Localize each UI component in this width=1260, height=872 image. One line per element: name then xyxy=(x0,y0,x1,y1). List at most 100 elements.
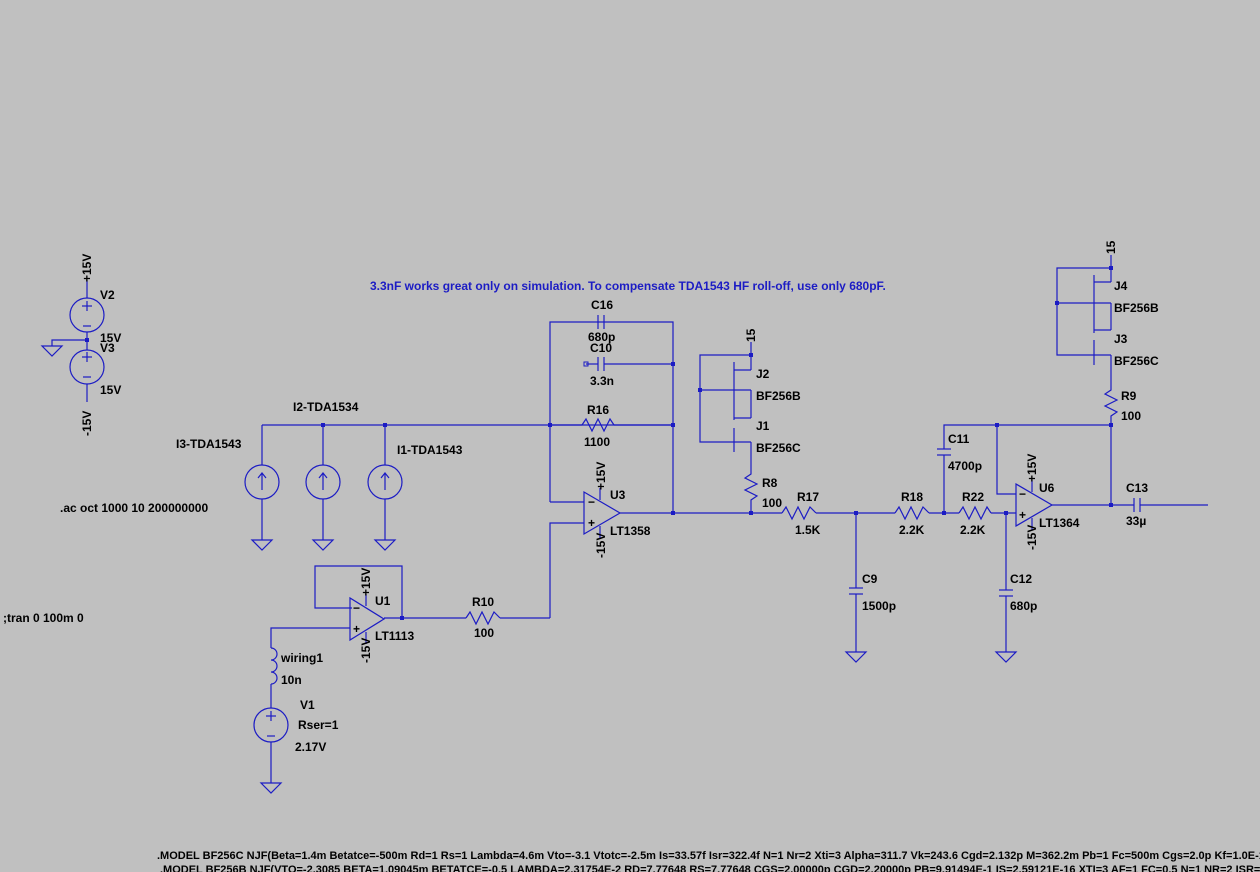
j4-net-label: 15 xyxy=(1104,240,1118,254)
resistor-r22[interactable] xyxy=(958,505,992,521)
u6-vn: -15V xyxy=(1025,525,1039,550)
c11-value: 4700p xyxy=(948,459,982,473)
c10-value: 3.3n xyxy=(590,374,614,388)
v1-value: 2.17V xyxy=(295,740,326,754)
opamp-u6[interactable] xyxy=(1015,480,1054,530)
resistor-r8[interactable] xyxy=(743,470,759,513)
u3-vp: +15V xyxy=(594,462,608,490)
c9-value: 1500p xyxy=(862,599,896,613)
capacitor-c13[interactable] xyxy=(1133,498,1208,512)
opamp-u1[interactable] xyxy=(349,594,386,644)
c12-value: 680p xyxy=(1010,599,1037,613)
r8-name: R8 xyxy=(762,476,778,490)
voltage-source-v3[interactable] xyxy=(69,349,105,402)
capacitor-c10[interactable] xyxy=(583,357,673,371)
ac-directive[interactable]: .ac oct 1000 10 200000000 xyxy=(60,501,208,515)
r10-value: 100 xyxy=(474,626,494,640)
j1-model: BF256C xyxy=(756,441,801,455)
resistor-r16[interactable] xyxy=(581,417,615,433)
j2-net-label: 15 xyxy=(744,328,758,342)
voltage-source-v2[interactable] xyxy=(69,280,105,350)
r9-name: R9 xyxy=(1121,389,1137,403)
u6-minus-sign: − xyxy=(1019,487,1026,501)
capacitor-c9[interactable] xyxy=(844,513,868,663)
u1-model: LT1113 xyxy=(375,629,414,643)
current-source-i1[interactable] xyxy=(367,425,403,551)
current-source-i2[interactable] xyxy=(305,425,341,551)
j2-name: J2 xyxy=(756,367,770,381)
capacitor-c12[interactable] xyxy=(994,513,1018,663)
u1-name: U1 xyxy=(375,594,391,608)
j3-model: BF256C xyxy=(1114,354,1159,368)
u1-vn: -15V xyxy=(359,638,373,663)
u1-minus-sign: − xyxy=(353,601,360,615)
v1-name: V1 xyxy=(300,698,315,712)
u6-vp: +15V xyxy=(1025,454,1039,482)
model-bf256b-directive[interactable]: .MODEL BF256B NJF(VTO=-2.3085 BETA=1.090… xyxy=(160,864,1260,872)
u1-vp: +15V xyxy=(359,568,373,596)
u3-vn: -15V xyxy=(594,533,608,558)
v3-value: 15V xyxy=(100,383,121,397)
j4-name: J4 xyxy=(1114,279,1128,293)
c10-name: C10 xyxy=(590,341,612,355)
u6-model: LT1364 xyxy=(1039,516,1080,530)
jfet-j4-j3[interactable] xyxy=(1056,255,1112,386)
u6-name: U6 xyxy=(1039,481,1055,495)
c12-name: C12 xyxy=(1010,572,1032,586)
jfet-j2-j1[interactable] xyxy=(699,342,752,470)
r22-name: R22 xyxy=(962,490,984,504)
wiring1-name: wiring1 xyxy=(280,651,323,665)
r18-value: 2.2K xyxy=(899,523,925,537)
wire-c16-loop xyxy=(549,321,674,513)
j3-name: J3 xyxy=(1114,332,1128,346)
u3-model: LT1358 xyxy=(610,524,651,538)
u3-name: U3 xyxy=(610,488,626,502)
v2-value: 15V xyxy=(100,331,121,345)
design-note: 3.3nF works great only on simulation. To… xyxy=(370,279,886,293)
c11-name: C11 xyxy=(948,432,970,446)
r16-name: R16 xyxy=(587,403,609,417)
capacitor-c16[interactable] xyxy=(597,315,605,329)
u3-plus-sign: + xyxy=(588,516,595,530)
resistor-r17[interactable] xyxy=(781,505,817,521)
v3-net-label: -15V xyxy=(80,411,94,436)
inductor-wiring1[interactable] xyxy=(270,647,278,685)
capacitor-c11[interactable] xyxy=(937,424,1111,513)
r17-value: 1.5K xyxy=(795,523,821,537)
voltage-source-v1[interactable] xyxy=(253,707,289,794)
r9-value: 100 xyxy=(1121,409,1141,423)
u1-plus-sign: + xyxy=(353,622,360,636)
opamp-u3[interactable] xyxy=(583,488,622,538)
r10-name: R10 xyxy=(472,595,494,609)
resistor-r9[interactable] xyxy=(1103,386,1119,425)
u6-plus-sign: + xyxy=(1019,508,1026,522)
r22-value: 2.2K xyxy=(960,523,986,537)
j1-name: J1 xyxy=(756,419,770,433)
tran-directive[interactable]: ;tran 0 100m 0 xyxy=(3,611,84,625)
resistor-r10[interactable] xyxy=(465,610,501,626)
c16-name: C16 xyxy=(591,298,613,312)
r16-value: 1100 xyxy=(584,435,610,449)
r18-name: R18 xyxy=(901,490,923,504)
i1-label: I1-TDA1543 xyxy=(397,443,463,457)
c13-value: 33µ xyxy=(1126,514,1146,528)
c16-value: 680p xyxy=(588,330,615,344)
c13-name: C13 xyxy=(1126,481,1148,495)
v2-net-label: +15V xyxy=(80,254,94,282)
wiring1-value: 10n xyxy=(281,673,302,687)
u3-minus-sign: − xyxy=(588,495,595,509)
ground-icon xyxy=(40,345,64,357)
r17-name: R17 xyxy=(797,490,819,504)
resistor-r18[interactable] xyxy=(894,505,930,521)
j2-model: BF256B xyxy=(756,389,801,403)
j4-model: BF256B xyxy=(1114,301,1159,315)
current-source-i3[interactable] xyxy=(244,425,280,551)
v2-name: V2 xyxy=(100,288,115,302)
v1-rser: Rser=1 xyxy=(298,718,339,732)
i3-label: I3-TDA1543 xyxy=(176,437,242,451)
c9-name: C9 xyxy=(862,572,878,586)
model-bf256c-directive[interactable]: .MODEL BF256C NJF(Beta=1.4m Betatce=-500… xyxy=(157,850,1260,862)
input-net-label: I2-TDA1534 xyxy=(293,400,359,414)
v3-name: V3 xyxy=(100,341,115,355)
